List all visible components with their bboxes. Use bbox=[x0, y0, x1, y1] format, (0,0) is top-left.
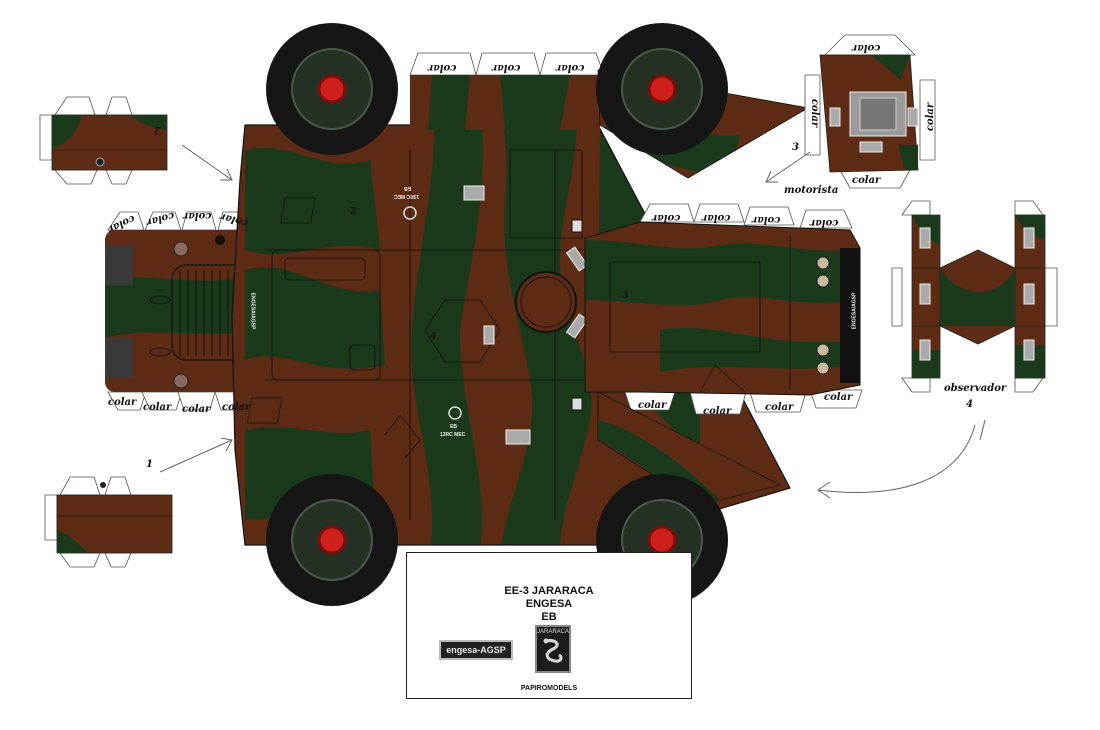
colar-label-rear-bottom-4: colar bbox=[222, 402, 251, 413]
colar-label-hatch-right: colar bbox=[925, 102, 937, 132]
colar-label-front-bottom-3: colar bbox=[765, 402, 794, 413]
manufacturer-name: ENGESA bbox=[525, 598, 573, 610]
side-engesa-marking-left: ENGESA/AGSP bbox=[249, 292, 256, 330]
unit-marking-bottom: 13RC MEC bbox=[440, 432, 466, 438]
unit-marking-top: 13RC MEC bbox=[394, 193, 420, 199]
part-number-3: 3 bbox=[792, 142, 799, 153]
eb-marking-top: EB bbox=[404, 185, 411, 191]
observador-label: observador bbox=[944, 383, 1007, 394]
jararaca-logo-text: JARARACA bbox=[537, 629, 570, 635]
hull-number-2: 2 bbox=[350, 207, 357, 217]
colar-label-rear-top-3: colar bbox=[183, 210, 212, 221]
hull-number-3: 3 bbox=[622, 291, 629, 301]
part-number-1: 1 bbox=[146, 459, 153, 470]
engesa-logo: engesa-AGSP bbox=[439, 640, 513, 660]
model-info-box: EE-3 JARARACA ENGESA EB engesa-AGSP JARA… bbox=[406, 552, 692, 699]
snake-icon bbox=[543, 638, 563, 663]
colar-label-top-3: colar bbox=[556, 62, 585, 73]
army-name: EB bbox=[541, 611, 557, 623]
part-1-small bbox=[44, 476, 173, 568]
model-name: EE-3 JARARACA bbox=[504, 585, 594, 597]
part-2-small bbox=[39, 96, 168, 185]
colar-label-top-2: colar bbox=[492, 62, 521, 73]
colar-label-front-top-3: colar bbox=[752, 214, 781, 225]
colar-label-front-top-4: colar bbox=[810, 217, 839, 228]
colar-label-front-bottom-1: colar bbox=[638, 400, 667, 411]
assembly-arrows bbox=[159, 144, 986, 499]
part-number-4: 4 bbox=[966, 399, 973, 410]
wheel-top-left bbox=[266, 23, 398, 155]
colar-label-rear-bottom-3: colar bbox=[182, 404, 211, 415]
colar-label-hatch-bottom: colar bbox=[852, 175, 881, 186]
credit-text: PAPIROMODELS bbox=[520, 685, 578, 692]
colar-label-front-top-1: colar bbox=[652, 212, 681, 223]
wheel-bottom-left bbox=[266, 474, 398, 606]
part-4-observer-hatch bbox=[891, 200, 1058, 393]
side-engesa-marking-right: ENGESA/AGSP bbox=[851, 292, 858, 330]
colar-label-hatch-left: colar bbox=[809, 98, 821, 128]
colar-label-hatch-top: colar bbox=[852, 42, 881, 53]
front-hull-panel bbox=[584, 203, 863, 415]
hull-number-4: 4 bbox=[430, 332, 437, 342]
eb-marking-bottom: EB bbox=[450, 424, 457, 430]
part-3-driver-hatch bbox=[804, 34, 936, 189]
motorista-label: motorista bbox=[784, 185, 839, 196]
colar-label-front-top-2: colar bbox=[702, 212, 731, 223]
colar-label-rear-bottom-1: colar bbox=[108, 397, 137, 408]
colar-label-top-1: colar bbox=[428, 62, 457, 73]
colar-label-rear-bottom-2: colar bbox=[143, 402, 172, 413]
wheel-top-right bbox=[596, 23, 728, 155]
colar-label-front-bottom-4: colar bbox=[824, 392, 853, 403]
colar-label-front-bottom-2: colar bbox=[703, 406, 732, 417]
jararaca-logo: JARARACA bbox=[535, 625, 571, 673]
part-number-2: 2 bbox=[154, 124, 161, 135]
